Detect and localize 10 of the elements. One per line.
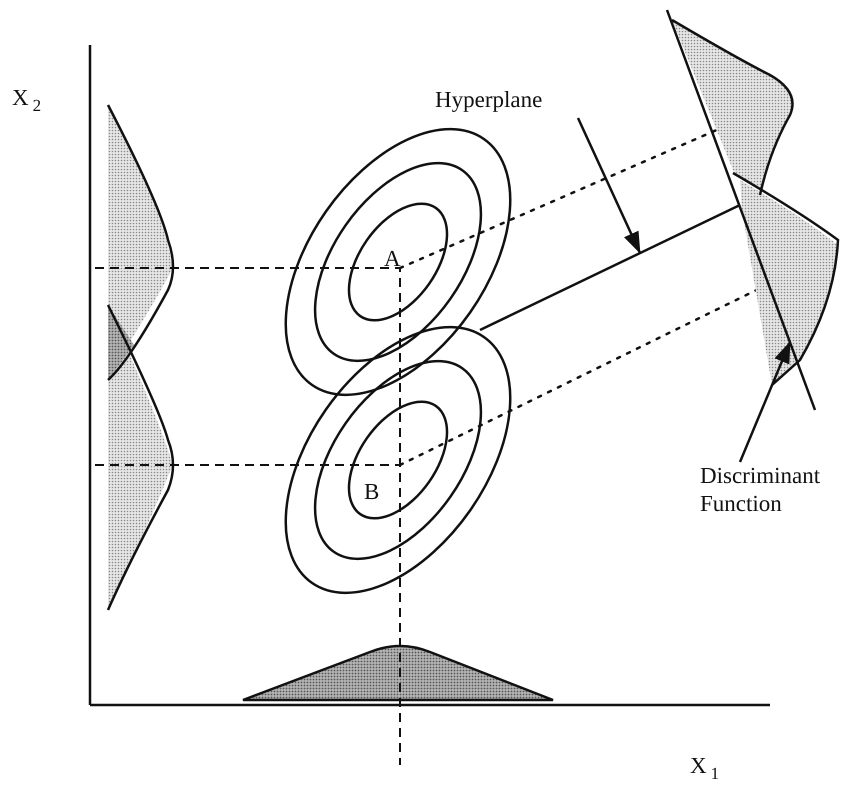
- leader-arrow: [738, 341, 792, 462]
- discriminant-function-line: [666, 10, 816, 410]
- callout-label: Discriminant Function: [700, 462, 840, 518]
- callout-label: Hyperplane: [435, 86, 542, 114]
- axis-label: X$_{1}$: [690, 752, 720, 785]
- point-label: A: [384, 245, 401, 273]
- axis-label: X$_{2}$: [12, 84, 42, 117]
- point-label: B: [364, 478, 380, 506]
- leader-arrow: [576, 117, 642, 254]
- hyperplane-line: [479, 204, 741, 332]
